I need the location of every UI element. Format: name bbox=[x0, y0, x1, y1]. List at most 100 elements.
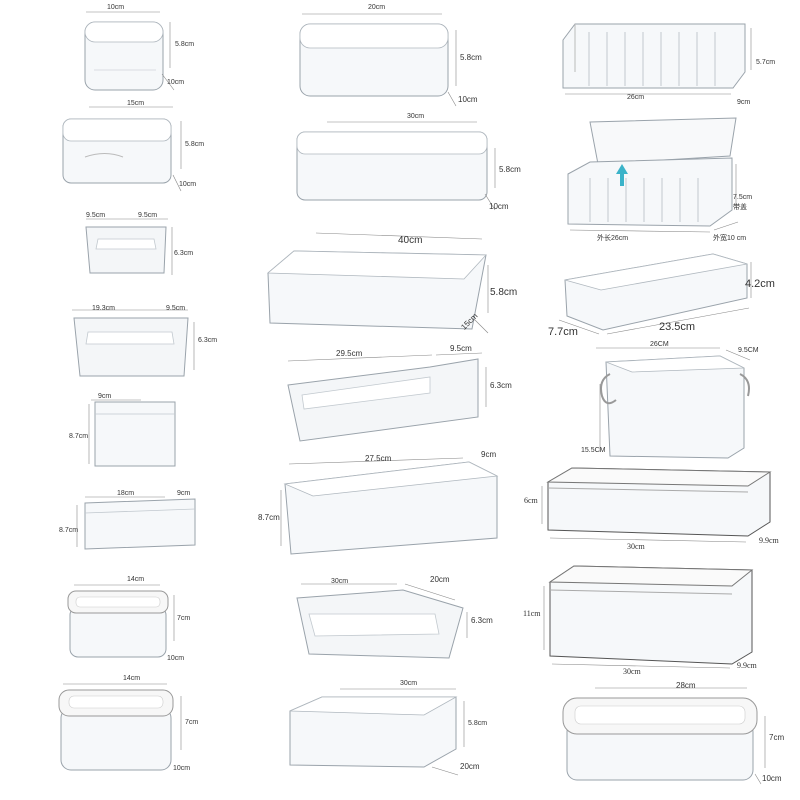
width-label: 27.5cm bbox=[365, 454, 392, 463]
product-box-20: 20cm 5.8cm 10cm bbox=[290, 0, 500, 110]
product-lid-28: 28cm 7cm 10cm bbox=[555, 680, 795, 795]
product-box-15x10: 15cm 5.8cm 10cm bbox=[55, 95, 215, 195]
width-label: 30cm bbox=[623, 667, 641, 676]
divided-box-image bbox=[562, 23, 752, 95]
width-label: 26CM bbox=[650, 341, 669, 348]
clear-box-image bbox=[280, 457, 499, 555]
width-label: 30cm bbox=[407, 113, 425, 120]
width-label: 15cm bbox=[127, 100, 145, 107]
arrow-up-icon bbox=[616, 164, 628, 186]
height-label: 6cm bbox=[524, 496, 538, 505]
height-label: 5.8cm bbox=[490, 287, 518, 298]
product-tray-30x20: 30cm 20cm 6.3cm bbox=[285, 570, 510, 670]
lidded-box-image bbox=[67, 584, 175, 658]
height-label: 5.8cm bbox=[468, 720, 488, 727]
depth-label: 10cm bbox=[179, 181, 197, 188]
depth-label: 10cm bbox=[167, 79, 185, 86]
depth-label: 10cm bbox=[173, 765, 191, 772]
outer-width-label: 外宽10 cm bbox=[713, 235, 747, 242]
depth-label: 9.9cm bbox=[759, 536, 779, 545]
height-label: 11cm bbox=[523, 609, 541, 618]
product-lid-30-6: 6cm 30cm 9.9cm bbox=[520, 462, 795, 562]
width-label: 9cm bbox=[98, 393, 112, 400]
width-label: 18cm bbox=[117, 490, 135, 497]
width-label: 30cm bbox=[627, 542, 645, 551]
handle-icon bbox=[600, 373, 617, 405]
height-label: 6.3cm bbox=[198, 337, 218, 344]
product-box-30x20: 30cm 5.8cm 20cm bbox=[280, 675, 495, 785]
product-box-18: 18cm 9cm 8.7cm bbox=[55, 485, 230, 565]
product-tray-29.5: 29.5cm 9.5cm 6.3cm bbox=[280, 345, 520, 450]
product-lid-14-b: 14cm 7cm 10cm bbox=[55, 670, 205, 780]
lid-note-label: 带盖 bbox=[733, 204, 747, 211]
width-label: 20cm bbox=[368, 4, 386, 11]
product-divider-26: 26cm 5.7cm 9cm bbox=[555, 10, 795, 110]
width-label: 30cm bbox=[331, 578, 349, 585]
clear-box-image bbox=[84, 11, 175, 91]
clear-box-image bbox=[299, 13, 457, 107]
clear-box-image bbox=[266, 232, 489, 334]
clear-tray-image bbox=[287, 352, 487, 442]
product-box-27.5: 27.5cm 9cm 8.7cm bbox=[255, 450, 515, 565]
depth-label: 7.7cm bbox=[548, 326, 578, 338]
depth-label: 20cm bbox=[460, 762, 480, 771]
depth-label: 9cm bbox=[481, 450, 497, 459]
height-label: 7cm bbox=[769, 733, 785, 742]
height-label: 7.5cm bbox=[733, 194, 753, 201]
width-label: 23.5cm bbox=[659, 321, 696, 333]
height-label: 5.8cm bbox=[499, 165, 521, 174]
height-label: 8.7cm bbox=[59, 527, 79, 534]
depth-label: 10cm bbox=[458, 95, 478, 104]
depth-label: 9.5cm bbox=[138, 212, 158, 219]
clear-box-image bbox=[558, 253, 752, 335]
height-label: 7cm bbox=[185, 719, 199, 726]
height-label: 6.3cm bbox=[174, 250, 194, 257]
width-label: 30cm bbox=[400, 680, 418, 687]
handled-box-image bbox=[596, 347, 751, 459]
clear-tray-image bbox=[72, 309, 195, 377]
width-label: 14cm bbox=[123, 675, 141, 682]
lidded-box-image bbox=[562, 687, 766, 785]
depth-label: 9.5cm bbox=[450, 344, 472, 353]
product-tray-9.5: 9.5cm 9.5cm 6.3cm bbox=[78, 205, 198, 285]
height-label: 4.2cm bbox=[745, 278, 775, 290]
depth-label: 9cm bbox=[737, 99, 751, 106]
width-label: 10cm bbox=[107, 4, 125, 11]
height-label: 5.8cm bbox=[185, 141, 205, 148]
lidded-box-image bbox=[543, 565, 754, 669]
outer-length-label: 外长26cm bbox=[597, 235, 629, 242]
product-tray-19.3: 19.3cm 9.5cm 6.3cm bbox=[60, 300, 230, 390]
clear-box-image bbox=[289, 688, 465, 776]
lidded-divided-box-image bbox=[567, 117, 739, 233]
height-label: 15.5CM bbox=[581, 447, 606, 454]
depth-label: 9cm bbox=[177, 490, 191, 497]
product-lid-divider: 7.5cm 带盖 外长26cm 外宽10 cm bbox=[560, 112, 795, 250]
width-label: 14cm bbox=[127, 576, 145, 583]
width-label: 29.5cm bbox=[336, 349, 363, 358]
clear-cube-image bbox=[88, 399, 176, 467]
height-label: 8.7cm bbox=[69, 433, 89, 440]
product-box-30: 30cm 5.8cm 10cm bbox=[285, 110, 521, 220]
height-label: 6.3cm bbox=[471, 616, 493, 625]
depth-label: 10cm bbox=[167, 655, 185, 662]
product-cube-9: 9cm 8.7cm bbox=[65, 390, 195, 480]
lidded-box-image bbox=[58, 683, 182, 771]
height-label: 7cm bbox=[177, 615, 191, 622]
height-label: 5.8cm bbox=[175, 41, 195, 48]
clear-box-image bbox=[76, 496, 196, 550]
height-label: 6.3cm bbox=[490, 381, 512, 390]
product-long-23.5: 4.2cm 7.7cm 23.5cm bbox=[545, 250, 790, 345]
clear-box-image bbox=[296, 121, 496, 211]
lidded-box-image bbox=[541, 467, 772, 543]
product-box-40: 40cm 5.8cm 15cm bbox=[260, 225, 525, 340]
depth-label: 20cm bbox=[430, 575, 450, 584]
height-label: 5.7cm bbox=[756, 59, 776, 66]
product-box-10x10: 10cm 5.8cm 10cm bbox=[70, 0, 200, 100]
depth-label: 10cm bbox=[489, 202, 509, 211]
width-label: 40cm bbox=[398, 235, 423, 246]
height-label: 5.8cm bbox=[460, 53, 482, 62]
width-label: 28cm bbox=[676, 681, 696, 690]
depth-label: 9.9cm bbox=[737, 661, 757, 670]
width-label: 9.5cm bbox=[86, 212, 106, 219]
